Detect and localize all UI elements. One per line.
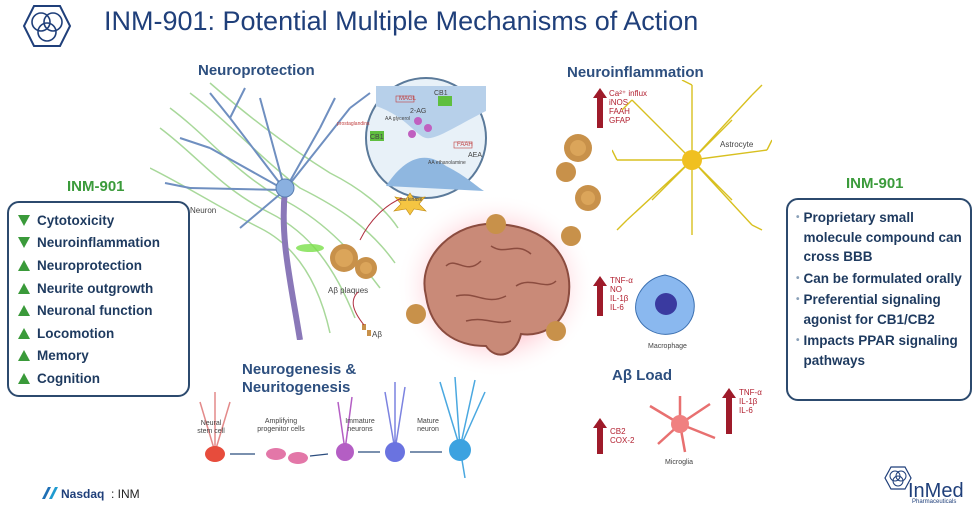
right-panel-heading: INM-901 — [846, 175, 904, 192]
red-up-arrow-macrophage — [593, 276, 607, 316]
section-neuroinflammation: Neuroinflammation — [567, 64, 704, 81]
property-item: •Preferential signaling agonist for CB1/… — [796, 290, 964, 329]
down-triangle-icon — [18, 237, 30, 249]
effect-item: Locomotion — [13, 322, 184, 345]
label-prostaglandins: prostaglandins — [337, 121, 370, 127]
label-neuron: Neuron — [190, 206, 217, 215]
properties-list-panel: •Proprietary small molecule compound can… — [786, 198, 972, 401]
label-astrocyte: Astrocyte — [720, 140, 754, 149]
section-neuroprotection: Neuroprotection — [198, 62, 315, 79]
macrophage-marker-0: TNF-α — [610, 276, 633, 285]
left-panel-heading: INM-901 — [67, 178, 125, 195]
effect-item: Neuroprotection — [13, 254, 184, 277]
astrocyte-plaques-icon — [556, 134, 601, 211]
effect-item: Cytotoxicity — [13, 209, 184, 232]
footer-ticker: : INM — [111, 487, 140, 501]
up-triangle-icon — [18, 372, 30, 384]
section-neurogenesis-line1: Neurogenesis & — [242, 361, 357, 378]
red-up-arrow-astrocyte — [593, 88, 607, 128]
down-triangle-icon — [18, 214, 30, 226]
brain-illustration — [396, 196, 596, 378]
label-magl: MAGL — [399, 96, 417, 102]
red-up-arrow-microglia-top — [722, 388, 736, 434]
property-item: •Impacts PPAR signaling pathways — [796, 331, 964, 370]
bullet-icon: • — [796, 212, 800, 223]
astrocyte-illustration — [612, 80, 772, 235]
section-neurogenesis-line2: Neuritogenesis — [242, 379, 351, 396]
effect-item: Cognition — [13, 367, 184, 390]
macrophage-illustration — [635, 274, 695, 335]
effect-item: Neuronal function — [13, 299, 184, 322]
macrophage-marker-2: IL-1β — [610, 294, 629, 303]
label-immature-neurons: Immature neurons — [345, 418, 375, 433]
astrocyte-marker-1: iNOS — [609, 98, 629, 107]
red-up-arrow-microglia-low — [593, 418, 607, 454]
effect-item: Neurite outgrowth — [13, 277, 184, 300]
label-faah: FAAH — [457, 142, 473, 148]
ab-plaques-icon — [330, 244, 377, 279]
astrocyte-marker-2: FAAH — [609, 107, 630, 116]
microglia-low-marker-1: COX-2 — [610, 436, 635, 445]
property-item: •Can be formulated orally — [796, 269, 964, 289]
label-amplifying-progenitor: Amplifying progenitor cells — [257, 418, 305, 433]
label-microglia: Microglia — [665, 459, 694, 466]
label-2ag: 2-AG — [410, 108, 427, 115]
up-triangle-icon — [18, 327, 30, 339]
page-title: INM-901: Potential Multiple Mechanisms o… — [104, 6, 699, 36]
label-neural-stem-cell: Neural stem cell — [197, 420, 225, 435]
footer-company-sub: Pharmaceuticals — [912, 499, 957, 505]
footer-company: InMed — [908, 480, 964, 502]
synapse-inset — [365, 77, 487, 199]
property-item: •Proprietary small molecule compound can… — [796, 208, 964, 267]
microglia-up-marker-2: IL-6 — [739, 406, 753, 415]
neurogenesis-illustration — [199, 376, 486, 478]
astrocyte-marker-0: Ca²⁺ influx — [609, 89, 648, 98]
section-abeta-load: Aβ Load — [612, 367, 672, 384]
up-triangle-icon — [18, 259, 30, 271]
bullet-icon: • — [796, 272, 800, 284]
bullet-icon: • — [796, 335, 800, 346]
macrophage-marker-3: IL-6 — [610, 303, 624, 312]
label-cb1-top: CB1 — [434, 90, 448, 97]
label-cb1-left: CB1 — [370, 134, 384, 141]
label-tau-kinase: tau kinase — [399, 197, 423, 203]
label-aea: AEA — [468, 152, 483, 159]
up-triangle-icon — [18, 350, 30, 362]
up-triangle-icon — [18, 282, 30, 294]
effect-item: Memory — [13, 345, 184, 368]
hexagon-logo-icon — [22, 5, 72, 47]
astrocyte-marker-3: GFAP — [609, 116, 631, 125]
label-aa-glycerol: AA glycerol — [385, 116, 411, 122]
microglia-up-marker-0: TNF-α — [739, 388, 762, 397]
effects-list-panel: Cytotoxicity Neuroinflammation Neuroprot… — [7, 201, 190, 397]
label-aa-ethanolamine: AA ethanolamine — [428, 160, 466, 166]
label-macrophage: Macrophage — [648, 343, 687, 350]
microglia-illustration — [649, 396, 716, 453]
up-triangle-icon — [18, 305, 30, 317]
label-mature-neuron: Mature neuron — [417, 418, 439, 433]
arrows-icon — [352, 197, 403, 326]
ab-monomer-icon — [362, 324, 371, 336]
macrophage-marker-1: NO — [610, 285, 622, 294]
inmed-logo-icon — [884, 466, 912, 490]
label-ab-plaques: Aβ plaques — [328, 286, 369, 295]
microglia-up-marker-1: IL-1β — [739, 397, 758, 406]
bullet-icon: • — [796, 294, 800, 305]
microglia-low-marker-0: CB2 — [610, 427, 626, 436]
nasdaq-logo-icon — [42, 487, 58, 499]
label-ab: Aβ — [372, 330, 382, 339]
footer-exchange: Nasdaq — [61, 487, 105, 501]
effect-item: Neuroinflammation — [13, 232, 184, 255]
